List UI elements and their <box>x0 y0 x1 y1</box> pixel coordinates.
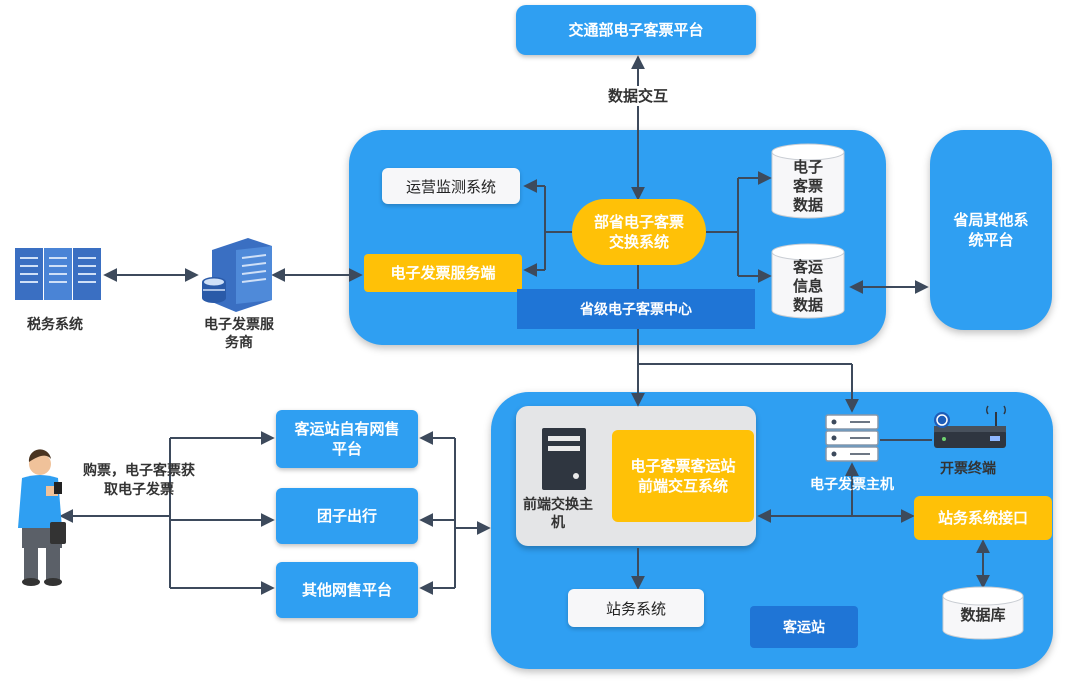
other-platform-label: 省局其他系统平台 <box>953 211 1029 249</box>
frontend-host-label: 前端交换主机 <box>523 497 593 531</box>
invoice-host-icon <box>825 414 879 462</box>
provincial-center-label: 省级电子客票中心 <box>517 289 755 329</box>
ticket-data-cylinder <box>771 143 845 219</box>
invoice-server-label: 电子发票服务端 <box>390 264 496 282</box>
other-online-platform-label: 其他网售平台 <box>301 581 392 599</box>
transport-ministry-platform[interactable]: 交通部电子客票平台 <box>516 5 756 55</box>
station-own-platform-label: 客运站自有网售平台 <box>294 420 400 458</box>
invoice-server[interactable]: 电子发票服务端 <box>364 254 522 292</box>
invoice-provider-label: 电子发票服务商 <box>204 317 274 351</box>
station-interface[interactable]: 站务系统接口 <box>914 496 1052 540</box>
ticket-terminal-icon <box>934 405 1006 448</box>
other-platform-panel: 省局其他系统平台 <box>930 130 1052 330</box>
station-system-label: 站务系统 <box>605 599 666 618</box>
ops-monitor-system[interactable]: 运营监测系统 <box>382 168 520 204</box>
data-exchange-label: 数据交互 <box>600 86 676 106</box>
tax-system-label: 税务系统 <box>27 317 83 333</box>
exchange-system[interactable]: 部省电子客票交换系统 <box>572 199 706 265</box>
frontend-interaction-system-label: 电子客票客运站前端交互系统 <box>630 457 736 495</box>
station-own-platform[interactable]: 客运站自有网售平台 <box>276 410 418 468</box>
provider-server-icon <box>202 238 272 312</box>
tax-server-icon <box>15 248 101 300</box>
frontend-interaction-system[interactable]: 电子客票客运站前端交互系统 <box>612 430 754 522</box>
database-label: 数据库 <box>960 606 1006 624</box>
other-online-platform[interactable]: 其他网售平台 <box>276 562 418 618</box>
station-system[interactable]: 站务系统 <box>568 589 704 627</box>
ticket-terminal-label: 开票终端 <box>940 461 996 477</box>
passenger-icon <box>18 449 66 586</box>
station-interface-label: 站务系统接口 <box>937 509 1028 527</box>
group-travel-platform-label: 团子出行 <box>316 507 377 525</box>
database-cylinder <box>942 586 1024 640</box>
exchange-system-label: 部省电子客票交换系统 <box>594 213 685 251</box>
passenger-data-cylinder <box>771 243 845 319</box>
invoice-host-label: 电子发票主机 <box>810 477 894 493</box>
passenger-action-label: 购票，电子客票获取电子发票 <box>83 463 195 498</box>
passenger-data-label: 客运信息数据 <box>792 258 823 314</box>
transport-ministry-platform-label: 交通部电子客票平台 <box>568 21 704 39</box>
ticket-data-label: 电子客票数据 <box>792 158 823 214</box>
station-label: 客运站 <box>750 606 858 648</box>
group-travel-platform[interactable]: 团子出行 <box>276 488 418 544</box>
ops-monitor-system-label: 运营监测系统 <box>405 177 496 196</box>
frontend-host-icon <box>542 428 586 490</box>
